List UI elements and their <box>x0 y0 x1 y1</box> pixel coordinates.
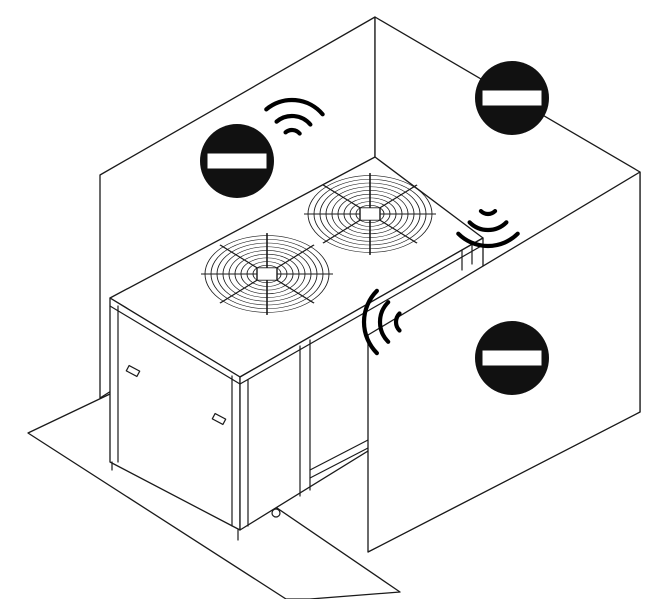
fan-grille-icon <box>304 173 436 255</box>
no-entry-sign-icon <box>475 61 549 135</box>
sound-wave-icon <box>361 288 402 356</box>
no-entry-sign-icon <box>200 124 274 198</box>
unit-details <box>109 243 484 541</box>
no-entry-sign-icon <box>475 321 549 395</box>
sound-wave-icon <box>264 97 325 136</box>
fan-grille-icon <box>201 233 333 315</box>
sound-wave-icon <box>456 208 520 249</box>
